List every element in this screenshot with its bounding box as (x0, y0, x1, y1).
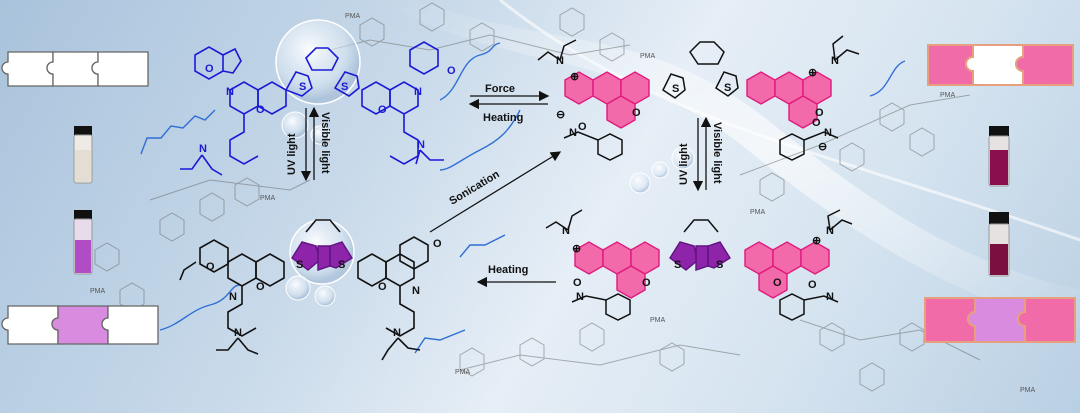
svg-text:O: O (632, 107, 641, 119)
pma-label: PMA (345, 13, 361, 20)
svg-text:O: O (206, 261, 215, 273)
svg-text:O: O (256, 104, 265, 116)
closed-form-atoms: O N O S S O N O N N (199, 63, 456, 155)
svg-text:O: O (578, 121, 587, 133)
svg-text:N: N (576, 291, 584, 303)
background-polymer-structures (94, 2, 981, 392)
open-mc-closed-dae-form: O O S S N ⊕ N ⊕ N O N O (545, 209, 853, 321)
svg-text:N: N (831, 55, 839, 67)
closed-dae-spiro-form: O N O S S O N O N N (179, 219, 442, 361)
svg-text:N: N (826, 225, 834, 237)
svg-text:N: N (229, 291, 237, 303)
svg-text:S: S (341, 81, 348, 93)
svg-text:N: N (226, 86, 234, 98)
vial-top-left (73, 126, 93, 184)
pma-label: PMA (455, 369, 471, 376)
svg-text:N: N (412, 285, 420, 297)
pma-label: PMA (260, 195, 276, 202)
pma-label: PMA (640, 53, 656, 60)
svg-text:N: N (556, 55, 564, 67)
svg-text:O: O (812, 117, 821, 129)
svg-text:O: O (433, 238, 442, 250)
pma-label: PMA (940, 92, 956, 99)
puzzle-top-right (927, 44, 1074, 86)
svg-text:S: S (724, 82, 731, 94)
svg-text:⊕: ⊕ (808, 67, 817, 79)
visible-light-left-label: Visible light (319, 112, 331, 174)
svg-text:O: O (815, 107, 824, 119)
svg-text:N: N (199, 143, 207, 155)
reaction-arrows (300, 90, 712, 288)
svg-text:O: O (808, 279, 817, 291)
svg-text:⊖: ⊖ (818, 141, 827, 153)
heating-bottom-label: Heating (488, 264, 528, 276)
svg-text:S: S (716, 259, 723, 271)
pma-label: PMA (650, 317, 666, 324)
svg-text:⊖: ⊖ (556, 109, 565, 121)
svg-text:⊕: ⊕ (570, 71, 579, 83)
svg-text:O: O (773, 277, 782, 289)
puzzle-top-left (1, 51, 149, 87)
svg-text:S: S (299, 81, 306, 93)
svg-text:N: N (234, 327, 242, 339)
svg-text:S: S (296, 259, 303, 271)
closed-spiro-form (180, 41, 444, 176)
uv-light-left-label: UV light (286, 133, 298, 175)
uv-light-right-label: UV light (678, 143, 690, 185)
open-merocyanine-form: O O S S N ⊕ N ⊕ N ⊖ N ⊖ O O (537, 35, 860, 161)
force-label: Force (485, 83, 515, 95)
sonication-arrow (429, 151, 562, 233)
pma-labels: PMA PMA PMA PMA PMA PMA PMA PMA PMA (90, 13, 1036, 394)
svg-text:N: N (826, 291, 834, 303)
puzzle-bottom-left (1, 305, 159, 345)
pma-label: PMA (750, 209, 766, 216)
svg-text:N: N (417, 139, 425, 151)
svg-text:N: N (569, 127, 577, 139)
sonication-label: Sonication (447, 168, 502, 207)
svg-text:N: N (393, 327, 401, 339)
svg-text:S: S (338, 259, 345, 271)
vial-top-right (988, 126, 1010, 187)
heating-top-label: Heating (483, 112, 523, 124)
puzzle-bottom-right (924, 297, 1076, 343)
svg-text:O: O (205, 63, 214, 75)
svg-text:⊕: ⊕ (572, 243, 581, 255)
svg-text:N: N (824, 127, 832, 139)
svg-text:O: O (378, 281, 387, 293)
svg-text:O: O (256, 281, 265, 293)
vial-bottom-right (988, 212, 1010, 277)
svg-text:N: N (562, 225, 570, 237)
visible-light-right-label: Visible light (711, 122, 723, 184)
polymer-chains (140, 42, 906, 354)
svg-text:S: S (674, 259, 681, 271)
svg-text:N: N (414, 86, 422, 98)
pma-label: PMA (90, 288, 106, 295)
svg-text:O: O (447, 65, 456, 77)
vial-bottom-left (73, 210, 93, 275)
svg-text:O: O (573, 277, 582, 289)
svg-text:⊕: ⊕ (812, 235, 821, 247)
svg-text:O: O (378, 104, 387, 116)
svg-text:S: S (672, 83, 679, 95)
pma-label: PMA (1020, 387, 1036, 394)
svg-text:O: O (642, 277, 651, 289)
